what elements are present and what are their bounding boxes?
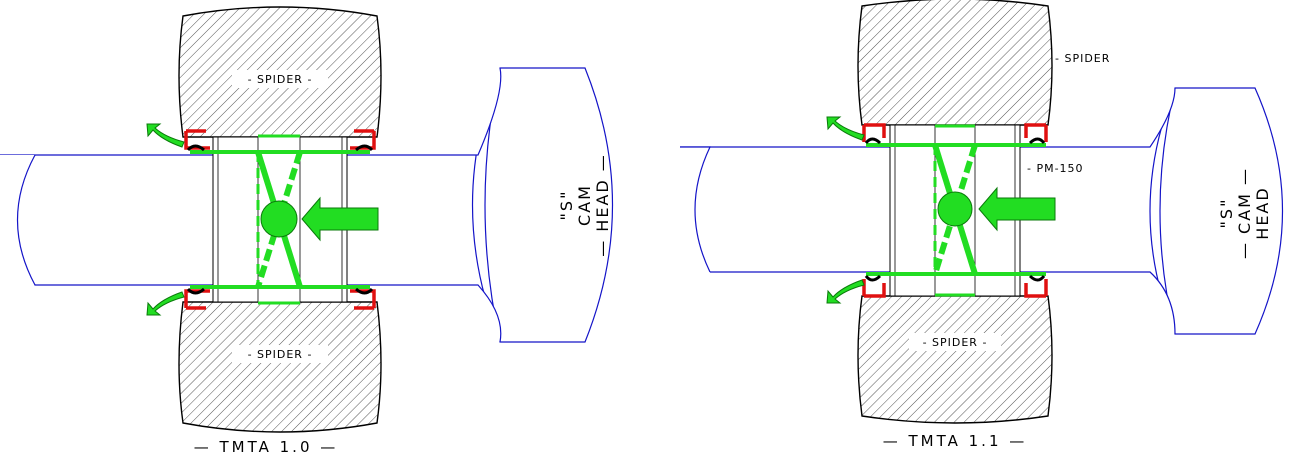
cam-head-2-line-1: "S"	[1217, 198, 1236, 229]
caption-tmta-1-1: — TMTA 1.1 —	[883, 432, 1028, 450]
spider-top-2	[857, 0, 1053, 126]
s-cam-head-2	[1149, 87, 1284, 335]
spider-top-label-2: - SPIDER	[1055, 52, 1110, 65]
seals-2	[862, 123, 1048, 298]
camshaft-2	[680, 87, 1176, 335]
cam-head-label: "S" CAM — HEAD —	[557, 153, 612, 257]
diagram-tmta-1-1: - SPIDER - SPIDER - - PM-150	[680, 0, 1284, 450]
seals	[184, 129, 376, 310]
bushing-label: - PM-150	[1027, 162, 1084, 175]
cam-head-label-2: "S" — CAM — HEAD	[1217, 167, 1272, 259]
cam-roller	[260, 200, 298, 238]
spider-bottom-label: - SPIDER -	[248, 348, 313, 361]
grease-flow-arrow-2	[978, 186, 1056, 232]
diagram-tmta-1-0: - SPIDER - - SPIDER -	[0, 6, 614, 456]
grease-flow-arrow	[301, 196, 379, 242]
spider-top-label: - SPIDER -	[248, 73, 313, 86]
purge-arrow-top	[146, 123, 185, 148]
purge-arrow-top-2	[826, 116, 865, 141]
spider-bottom-label-bg	[232, 345, 328, 363]
cam-head-2-line-2: — CAM —	[1235, 167, 1254, 259]
purge-arrow-bottom	[146, 291, 185, 316]
cam-head-line-3: — HEAD —	[593, 153, 612, 257]
spider-bottom-label-2: - SPIDER -	[923, 336, 988, 349]
cam-roller-2	[937, 191, 973, 227]
cam-head-2-line-3: HEAD	[1253, 186, 1272, 239]
caption-tmta-1-0: — TMTA 1.0 —	[194, 438, 339, 456]
spider-bottom	[178, 301, 382, 433]
purge-arrow-bottom-2	[826, 279, 865, 304]
spider-bottom-label-bg-2	[909, 333, 1001, 351]
cam-head-line-1: "S"	[557, 190, 576, 221]
cam-head-line-2: CAM	[575, 184, 594, 226]
spider-top-label-bg	[232, 70, 328, 88]
spider-bottom-2	[857, 295, 1053, 424]
